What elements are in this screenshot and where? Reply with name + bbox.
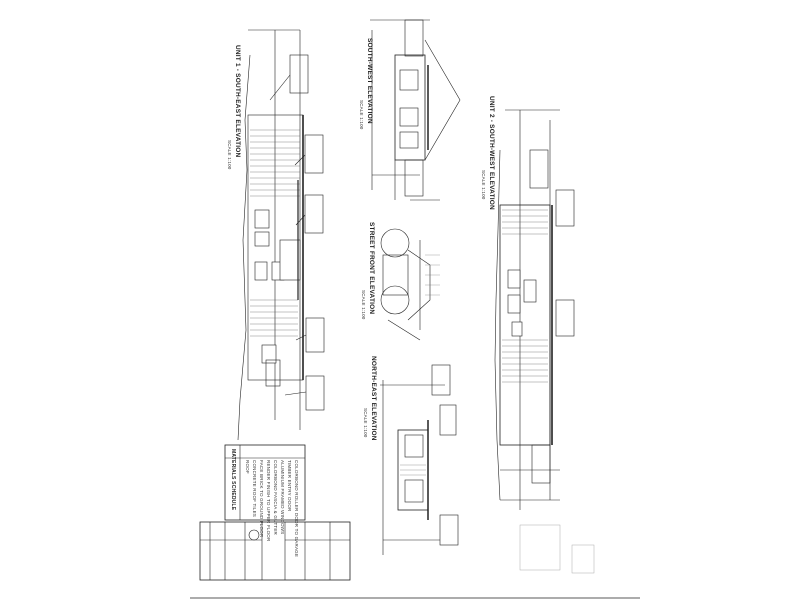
sw-scale: SCALE 1:100 bbox=[359, 100, 364, 130]
sw-title: SOUTH-WEST ELEVATION bbox=[366, 38, 373, 124]
unit1-scale: SCALE 1:100 bbox=[227, 140, 232, 170]
material-item: RENDER FINISH TO UPPER FLOOR bbox=[266, 460, 271, 542]
ne-scale: SCALE 1:100 bbox=[363, 408, 368, 438]
ne-title: NORTH-EAST ELEVATION bbox=[370, 356, 377, 441]
material-item: COLORBOND FASCIA & GUTTER bbox=[273, 460, 278, 536]
unit1-elevation bbox=[237, 29, 325, 441]
north-east-elevation bbox=[380, 364, 459, 555]
unit2-scale: SCALE 1:100 bbox=[481, 170, 486, 200]
street-front-elevation bbox=[380, 228, 440, 341]
material-item: ALUMINIUM FRAMED WINDOWS bbox=[280, 460, 285, 535]
material-item: FACE BRICK TO GROUND FLOOR bbox=[259, 460, 264, 538]
material-item: ROOF bbox=[245, 460, 250, 474]
south-west-elevation bbox=[370, 19, 461, 201]
street-title: STREET FRONT ELEVATION bbox=[368, 222, 375, 315]
materials-heading: MATERIALS SCHEDULE bbox=[230, 449, 236, 511]
unit1-se-title: UNIT 1 - SOUTH-EAST ELEVATION bbox=[234, 45, 241, 158]
street-scale: SCALE 1:100 bbox=[361, 290, 366, 320]
material-item: TIMBER ENTRY DOOR bbox=[287, 460, 292, 512]
unit2-elevation bbox=[494, 109, 575, 510]
material-item: CONCRETE ROOF TILES bbox=[252, 460, 257, 517]
material-item: COLORBOND ROLLER DOOR TO GARAGE bbox=[294, 460, 299, 558]
unit2-sw-title: UNIT 2 - SOUTH-WEST ELEVATION bbox=[488, 96, 495, 210]
